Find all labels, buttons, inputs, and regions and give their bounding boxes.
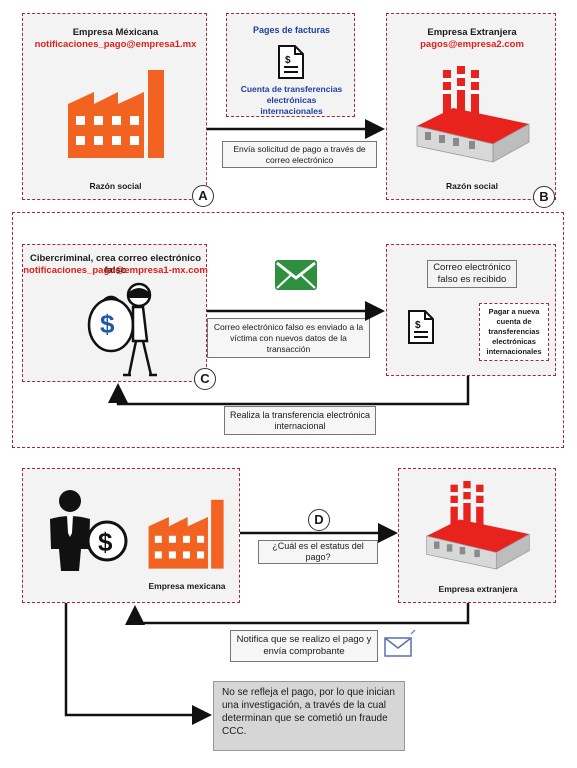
victim-panel: Correo electrónico falso es recibido $ P… xyxy=(386,244,556,376)
fraud-section-border xyxy=(12,212,564,448)
thief-icon: $ xyxy=(87,282,157,377)
invoice-pages-subtitle: Cuenta de transferencias electrónicas in… xyxy=(240,84,343,116)
fake-email-received: Correo electrónico falso es recibido xyxy=(427,260,517,288)
document-icon: $ xyxy=(278,45,304,79)
mexican-company-email: notificaciones_pago@empresa1.mx xyxy=(34,39,197,50)
payment-request-note: Envía solicitud de pago a través de corr… xyxy=(222,141,377,168)
payment-notice-note: Notifica que se realizo el pago y envía … xyxy=(230,630,378,662)
svg-text:$: $ xyxy=(415,320,421,331)
envelope-icon xyxy=(384,629,416,657)
foreign-company-panel-2: Empresa extranjera xyxy=(398,468,556,603)
mexican-company-caption: Razón social xyxy=(89,181,142,191)
industrial-plant-icon xyxy=(426,481,530,570)
foreign-company-caption: Razón social xyxy=(446,181,498,191)
marker-b: B xyxy=(533,186,555,208)
businessman-icon xyxy=(50,490,90,571)
investigation-arrow xyxy=(64,603,212,725)
factory-icon xyxy=(148,499,224,569)
invoice-pages-panel: Pages de facturas $ Cuenta de transferen… xyxy=(226,13,355,117)
fraud-conclusion: No se refleja el pago, por lo que inicia… xyxy=(213,681,405,751)
invoice-pages-title: Pages de facturas xyxy=(252,25,331,35)
transfer-note: Realiza la transferencia electrónica int… xyxy=(224,406,376,435)
notify-arrow xyxy=(125,603,470,625)
foreign-company-caption-2: Empresa extranjera xyxy=(438,584,518,594)
svg-text:$: $ xyxy=(98,527,113,557)
foreign-company-title: Empresa Extranjera xyxy=(427,27,517,38)
cybercriminal-panel: Cibercriminal, crea correo electrónico f… xyxy=(22,244,208,382)
foreign-company-panel: Empresa Extranjera pagos@empresa2.com Ra… xyxy=(386,13,556,200)
mexican-company-panel-2: $ Empresa mexicana xyxy=(22,468,240,603)
industrial-plant-icon xyxy=(416,66,530,163)
marker-d: D xyxy=(308,509,330,531)
envelope-icon xyxy=(275,260,317,290)
fake-email: notificaciones_pago@empresa1-mx.com xyxy=(23,265,208,276)
money-bag-icon: $ xyxy=(100,309,115,339)
mexican-company-panel: Empresa Méxicana notificaciones_pago@emp… xyxy=(22,13,207,200)
cybercriminal-title: Cibercriminal, crea correo electrónico f… xyxy=(29,253,202,276)
marker-c: C xyxy=(194,368,216,390)
dollar-coin-icon: $ xyxy=(86,520,128,562)
new-account-note: Pagar a nueva cuenta de transferencias e… xyxy=(479,303,549,361)
mexican-company-title: Empresa Méxicana xyxy=(72,27,159,38)
mexican-company-caption-2: Empresa mexicana xyxy=(148,581,226,591)
fake-email-note: Correo electrónico falso es enviado a la… xyxy=(207,318,370,358)
foreign-company-email: pagos@empresa2.com xyxy=(420,39,524,50)
svg-text:$: $ xyxy=(285,55,291,66)
factory-icon xyxy=(68,70,164,158)
document-icon: $ xyxy=(408,310,434,344)
marker-a: A xyxy=(192,185,214,207)
payment-status-question: ¿Cuál es el estatus del pago? xyxy=(258,540,378,564)
